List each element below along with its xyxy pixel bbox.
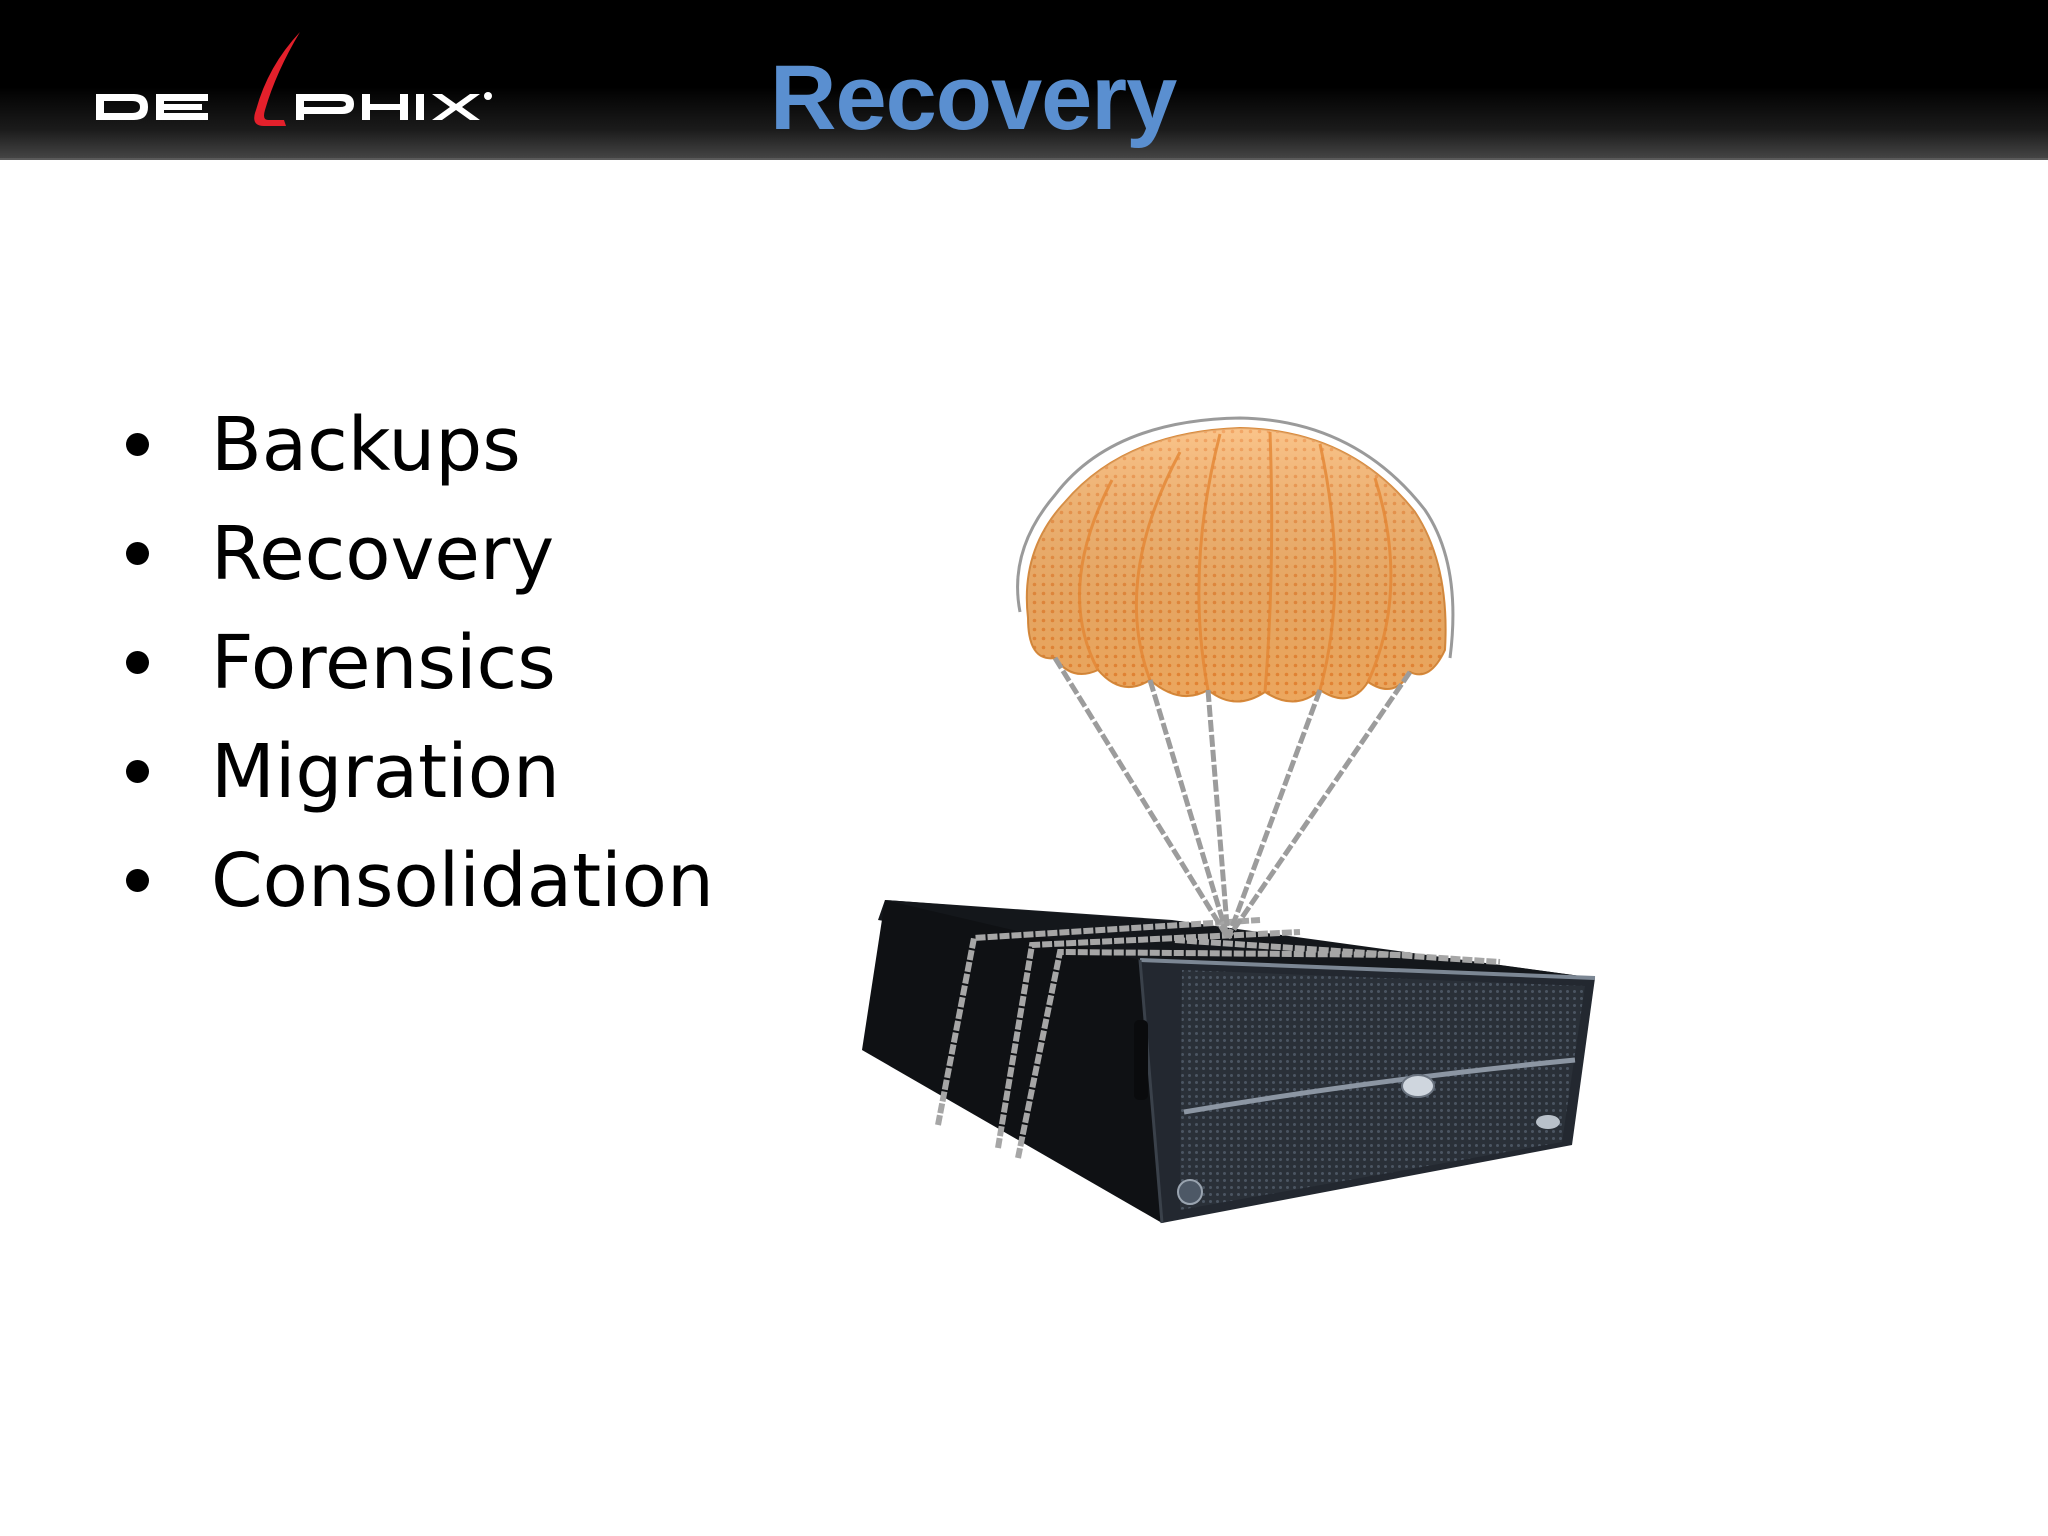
bullet-label: Recovery: [211, 510, 555, 597]
bullet-dot-icon: [126, 760, 149, 783]
delphix-logo: [96, 32, 492, 126]
bullet-list: Backups Recovery Forensics Migration Con…: [118, 390, 714, 935]
bullet-label: Forensics: [211, 619, 556, 706]
bullet-item-recovery: Recovery: [118, 499, 714, 608]
bullet-item-forensics: Forensics: [118, 608, 714, 717]
bullet-item-backups: Backups: [118, 390, 714, 499]
slide-title: Recovery: [770, 47, 1177, 149]
bullet-dot-icon: [126, 542, 149, 565]
parachute-canopy-outline: [1016, 416, 1455, 659]
bullet-dot-icon: [126, 433, 149, 456]
bullet-label: Backups: [211, 401, 521, 488]
header-bar: Recovery: [0, 0, 2048, 160]
bullet-item-migration: Migration: [118, 717, 714, 826]
bullet-item-consolidation: Consolidation: [118, 826, 714, 935]
bullet-dot-icon: [126, 651, 149, 674]
bullet-dot-icon: [126, 869, 149, 892]
parachute-server-icon: [862, 416, 1596, 1224]
bullet-label: Migration: [211, 728, 560, 815]
bullet-label: Consolidation: [211, 837, 714, 924]
